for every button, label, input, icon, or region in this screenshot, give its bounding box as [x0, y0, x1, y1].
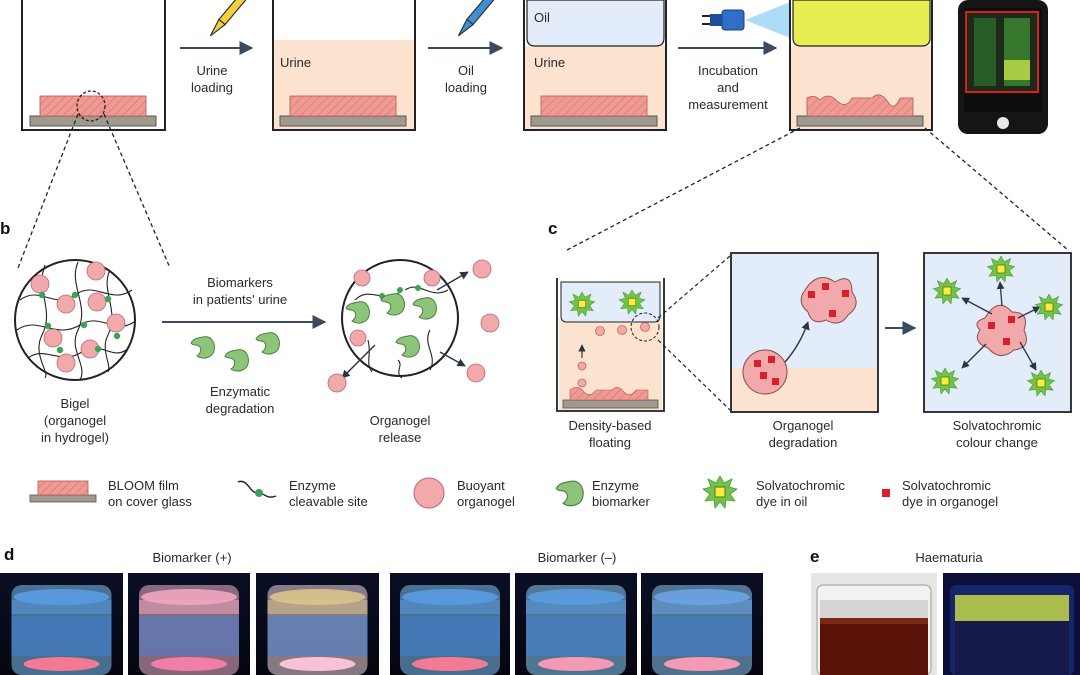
- legend-1-line1: BLOOM film: [108, 478, 179, 493]
- pipette-blue-icon: [457, 0, 500, 37]
- led-light-icon: [702, 2, 790, 38]
- release-diagram: [327, 259, 500, 393]
- bigel-caption-3: in hydrogel): [41, 430, 109, 445]
- bloom-film: [39, 95, 147, 117]
- panel-c: c Density-based floating: [548, 219, 1072, 450]
- legend-5-line2: dye in oil: [756, 494, 807, 509]
- haematuria-photo-white: [811, 573, 937, 675]
- panel-d: d Biomarker (+) Biomarker (–): [0, 545, 763, 675]
- release-caption-1: Organogel: [370, 413, 431, 428]
- panel-e: e Haematuria: [810, 547, 1080, 675]
- release-caption-2: release: [379, 430, 422, 445]
- smartphone: [958, 0, 1048, 134]
- haematuria-label: Haematuria: [915, 550, 983, 565]
- vial-photo-6: [641, 573, 763, 675]
- panel-label-e: e: [810, 547, 819, 566]
- arrow-label-1: Biomarkers: [207, 275, 273, 290]
- legend-2-line2: cleavable site: [289, 494, 368, 509]
- legend-3-line2: organogel: [457, 494, 515, 509]
- haematuria-photo-uv: [943, 573, 1080, 675]
- beaker-1: [21, 0, 166, 131]
- arrow-label-2: in patients' urine: [193, 292, 287, 307]
- legend-4-line1: Enzyme: [592, 478, 639, 493]
- colour-change-box: [923, 252, 1072, 413]
- urine-label-2: Urine: [534, 55, 565, 70]
- beaker-2: Urine: [272, 0, 416, 131]
- organogel-icon: [413, 477, 445, 509]
- vial-photo-2: [128, 573, 250, 675]
- step2-line2: loading: [445, 80, 487, 95]
- step3-line2: and: [717, 80, 739, 95]
- enzyme-icon-3: [255, 332, 280, 355]
- bigel-caption-1: Bigel: [61, 396, 90, 411]
- c-caption1-2: floating: [589, 435, 631, 450]
- bloom-film-icon: [29, 480, 97, 503]
- vial-photo-1: [0, 573, 123, 675]
- zoom-line-c-right: [924, 127, 1069, 251]
- bigel-caption-2: (organogel: [44, 413, 106, 428]
- c-caption3-1: Solvatochromic: [953, 418, 1042, 433]
- oil-label: Oil: [534, 10, 550, 25]
- enzyme-icon-1: [190, 336, 215, 359]
- enzyme-icon: [555, 480, 584, 507]
- c-caption3-2: colour change: [956, 435, 1038, 450]
- legend-5-line1: Solvatochromic: [756, 478, 845, 493]
- legend-4-line2: biomarker: [592, 494, 650, 509]
- panel-b: b Bige: [0, 219, 500, 445]
- c-caption2-2: degradation: [769, 435, 838, 450]
- vial-photo-4: [390, 573, 510, 675]
- panel-label-d: d: [4, 545, 14, 564]
- panel-a: Urine loading Urine Oil loading Oil Urin…: [21, 0, 1048, 134]
- bigel-diagram: [14, 259, 136, 381]
- degradation-box: [730, 252, 879, 413]
- cleavable-site-icon: [237, 480, 277, 498]
- step2-line1: Oil: [458, 63, 474, 78]
- pipette-yellow-icon: [209, 0, 252, 37]
- zoom-line-left: [17, 113, 79, 269]
- panel-label-c: c: [548, 219, 557, 238]
- zoom-circle: [76, 90, 106, 122]
- panel-label-b: b: [0, 219, 10, 238]
- vial-photo-5: [515, 573, 637, 675]
- legend-2-line1: Enzyme: [289, 478, 336, 493]
- biomarker-plus-label: Biomarker (+): [152, 550, 231, 565]
- step3-line1: Incubation: [698, 63, 758, 78]
- biomarker-minus-label: Biomarker (–): [538, 550, 617, 565]
- step3-line3: measurement: [688, 97, 768, 112]
- legend-3-line1: Buoyant: [457, 478, 505, 493]
- legend: BLOOM film on cover glass Enzyme cleavab…: [29, 475, 998, 509]
- degraded-film: [806, 94, 914, 117]
- enzyme-icon-2: [224, 349, 249, 372]
- c-caption1-1: Density-based: [568, 418, 651, 433]
- step1-line2: loading: [191, 80, 233, 95]
- floating-beaker: [556, 278, 665, 412]
- vial-photo-3: [256, 573, 379, 675]
- legend-6-line2: dye in organogel: [902, 494, 998, 509]
- beaker-3: Oil Urine: [523, 0, 667, 131]
- dye-oil-icon: [702, 475, 738, 509]
- zoom-line-c-left: [566, 127, 801, 251]
- c-caption2-1: Organogel: [773, 418, 834, 433]
- legend-1-line2: on cover glass: [108, 494, 192, 509]
- step1-line1: Urine: [196, 63, 227, 78]
- zoom-line-right: [103, 113, 171, 269]
- dye-organogel-icon: [882, 489, 890, 497]
- beaker-4: [789, 0, 933, 131]
- legend-6-line1: Solvatochromic: [902, 478, 991, 493]
- enzyme-caption-1: Enzymatic: [210, 384, 270, 399]
- urine-label: Urine: [280, 55, 311, 70]
- enzyme-caption-2: degradation: [206, 401, 275, 416]
